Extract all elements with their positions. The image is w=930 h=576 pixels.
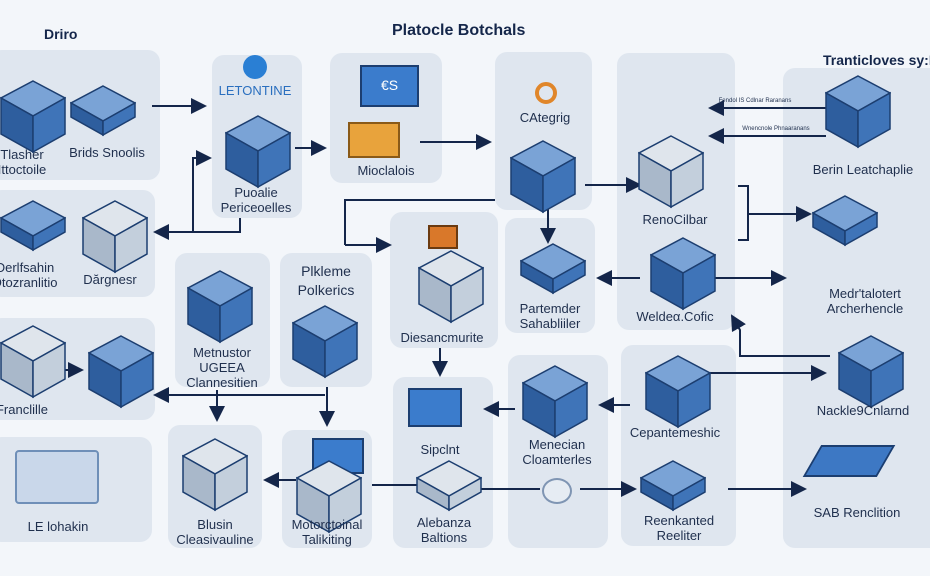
drawer-icon <box>519 243 587 300</box>
arrow <box>153 218 241 240</box>
server-cube-icon <box>0 325 67 404</box>
server-cube-icon <box>224 115 292 194</box>
server-cube-icon <box>81 200 149 279</box>
right-heading: Tranticloves sy:Picks <box>823 52 930 68</box>
server-cube-icon <box>87 335 155 414</box>
arrow <box>344 199 495 245</box>
node-label: Cepantemeshic <box>629 425 721 440</box>
server-cube-icon <box>186 270 254 349</box>
node-label: Puoalie Periceoelles <box>220 185 292 215</box>
page-title: Platocle Botchals <box>392 22 526 39</box>
laptop-icon <box>15 450 99 504</box>
arrow-note: Fendol IS Cdlnar Raranans <box>718 98 792 104</box>
server-cube-icon <box>837 335 905 414</box>
server-cube-icon <box>0 80 67 159</box>
coin-icon <box>542 478 572 504</box>
node-label: Nackle9Cnlarnd <box>816 403 910 418</box>
printer-icon <box>415 460 483 517</box>
server-cube-icon <box>509 140 577 219</box>
server-cube-icon <box>417 250 485 329</box>
node-label: Medr'talotert Archerhencle <box>826 286 904 316</box>
node-heading: LETONTINE <box>218 83 292 98</box>
monitor-icon: €S <box>360 65 419 107</box>
node-label: Blusin Cleasivauline <box>176 517 254 547</box>
node-label: Brids Snoolis <box>69 145 145 160</box>
node-label: Dărgnesr <box>83 272 137 287</box>
arrow <box>731 314 830 357</box>
node-label: Motorctoinal Talikiting <box>291 517 363 547</box>
laptop-icon <box>348 122 400 158</box>
node-label: Berin Leatchaplie <box>812 162 914 177</box>
node-label: Sipclnt <box>420 442 460 457</box>
building-icon <box>824 75 892 154</box>
node-label: RenoCilbar <box>642 212 708 227</box>
server-cube-icon <box>295 460 363 539</box>
node-heading: Plkleme Polkerics <box>297 263 355 298</box>
node-label: Weldeα.Cofic <box>636 309 714 324</box>
node-label: Franclille <box>0 402 49 417</box>
node-label: Metnustor UGEEA Clannesitien <box>186 345 258 390</box>
chip-icon <box>69 85 137 142</box>
node-label: Reenkanted Reeliter <box>643 513 715 543</box>
node-heading: CAtegrig <box>519 110 571 125</box>
chip-icon <box>639 460 707 517</box>
node-label: Diesancmurite <box>400 330 484 345</box>
monitor-icon <box>408 388 462 427</box>
building-icon <box>811 195 879 252</box>
arrow <box>192 150 212 232</box>
server-cube-icon <box>637 135 705 214</box>
server-cube-icon <box>649 237 717 316</box>
node-label: Tlasher Ittoctoile <box>0 147 47 177</box>
server-cube-icon <box>644 355 712 434</box>
server-cube-icon <box>181 438 249 517</box>
node-label: LE lohakin <box>27 519 89 534</box>
node-label: Derlfsahin Dtozranlitio <box>0 260 58 290</box>
node-label: Partemder Sahabliiler <box>519 301 581 331</box>
gear-ring-icon <box>535 82 557 104</box>
node-label: Alebanza Baltions <box>416 515 472 545</box>
node-label: Menecian Cloamterles <box>522 437 592 467</box>
orange-box-icon <box>428 225 458 249</box>
robot-head-icon <box>243 55 267 79</box>
arrow-note: Wnencnole Phnaaranans <box>742 126 810 132</box>
server-cube-icon <box>291 305 359 384</box>
corner-label: Driro <box>44 26 78 42</box>
node-label: SAB Renclition <box>813 505 901 520</box>
server-cube-icon <box>521 365 589 444</box>
node-label: Mioclalois <box>357 163 415 178</box>
chip-icon <box>0 200 67 257</box>
arrow <box>738 185 810 241</box>
